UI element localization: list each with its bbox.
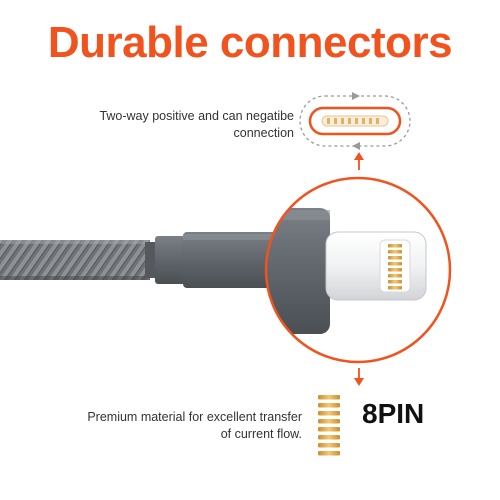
magnifier-circle	[264, 176, 452, 364]
arrow-down-icon	[354, 368, 364, 386]
arrow-up-icon	[354, 152, 364, 170]
material-caption: Premium material for excellent transfer …	[40, 409, 302, 443]
reversible-caption-line2: connection	[233, 126, 294, 140]
material-caption-line1: Premium material for excellent transfer	[87, 410, 302, 424]
pin-count-label: 8PIN	[362, 398, 425, 429]
braided-cable	[0, 232, 293, 288]
reversible-connector-icon	[299, 92, 411, 150]
material-caption-line2: of current flow.	[220, 427, 302, 441]
gold-pins-icon	[318, 395, 340, 456]
reversible-caption-line1: Two-way positive and can negatibe	[99, 109, 294, 123]
reversible-caption: Two-way positive and can negatibe connec…	[60, 108, 294, 142]
page-title: Durable connectors	[47, 18, 453, 67]
